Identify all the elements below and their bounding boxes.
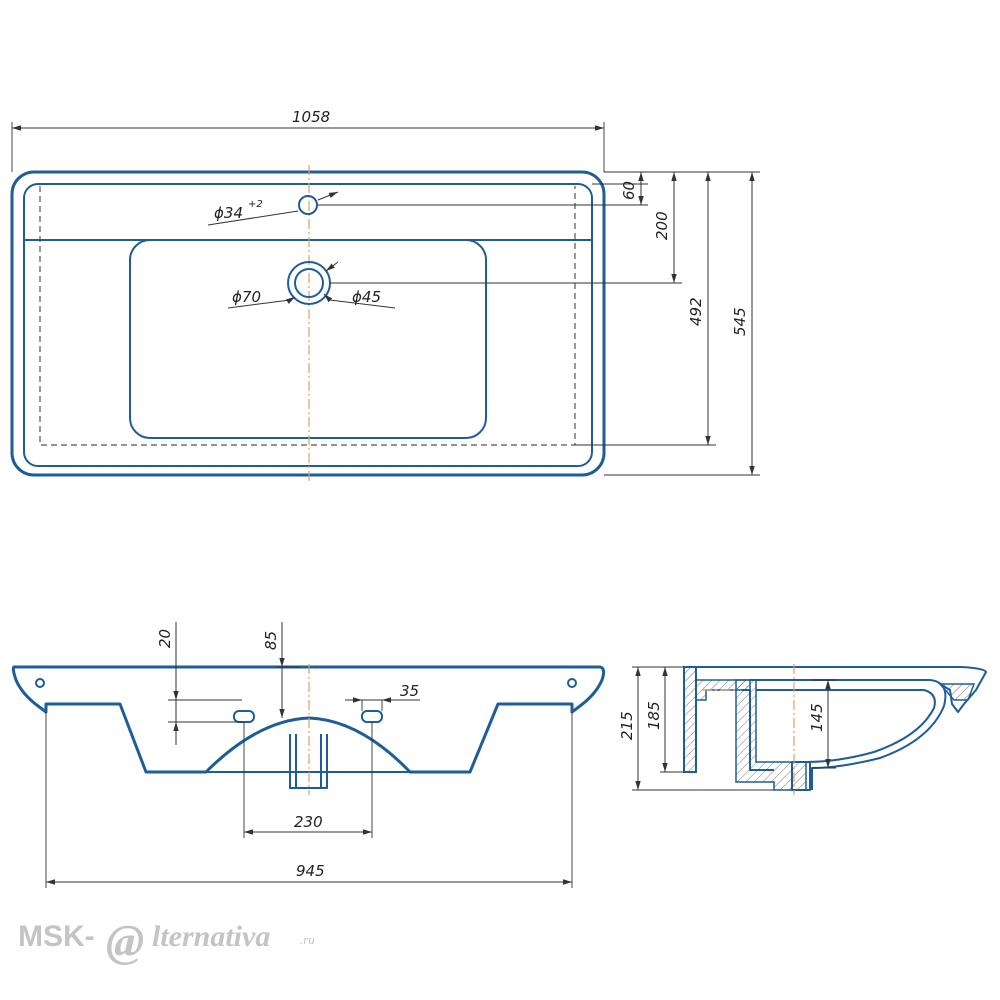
dim-label-185: 185: [645, 701, 663, 730]
dim-label-drain-outer: ϕ70: [232, 288, 261, 306]
dim-label-492: 492: [687, 297, 705, 326]
section-top-rim: [684, 666, 987, 713]
basin-rim-outline: [23, 183, 593, 467]
front-view: 20 85 35 230 945: [11, 622, 606, 888]
watermark-tld: .ru: [300, 932, 315, 947]
dim-label-20: 20: [156, 629, 174, 648]
watermark-at: @: [106, 915, 144, 966]
overflow-slot-right: [361, 710, 383, 723]
dim-label-drain-inner: ϕ45: [352, 288, 381, 306]
drain-inner-ring: [294, 268, 324, 298]
dim-label-145: 145: [808, 703, 826, 732]
dim-label-545: 545: [731, 307, 749, 336]
dim-label-35: 35: [400, 682, 419, 700]
section-back-wall: [683, 666, 697, 773]
dim-label-85: 85: [262, 631, 280, 650]
top-view: 1058 60 200 492 545 ϕ34 +2 ϕ70 ϕ45: [10, 108, 760, 482]
watermark-suffix: lternativa: [152, 920, 270, 953]
hidden-edge-dashed: [39, 186, 576, 446]
watermark-prefix: MSK-: [18, 920, 95, 953]
dim-label-tap-tolerance: +2: [248, 199, 263, 210]
mount-hole-left: [35, 678, 45, 688]
dim-label-230: 230: [294, 813, 323, 831]
overflow-slot-left: [233, 710, 255, 723]
front-drain-outlet: [289, 734, 328, 789]
basin-outer-outline: [10, 170, 606, 477]
dim-label-tap-hole: ϕ34: [214, 204, 243, 222]
dim-label-215: 215: [618, 711, 636, 740]
dim-label-200: 200: [653, 211, 671, 240]
dim-label-width: 1058: [292, 108, 330, 126]
dim-label-945: 945: [296, 862, 325, 880]
section-bowl-curve: [750, 679, 947, 790]
side-section-view: 215 185 145: [618, 664, 987, 795]
watermark-logo: MSK- @ lternativa .ru: [18, 915, 315, 966]
mount-hole-right: [567, 678, 577, 688]
bowl-outline: [129, 239, 487, 439]
tap-hole: [298, 195, 318, 215]
dim-label-60: 60: [620, 181, 638, 200]
